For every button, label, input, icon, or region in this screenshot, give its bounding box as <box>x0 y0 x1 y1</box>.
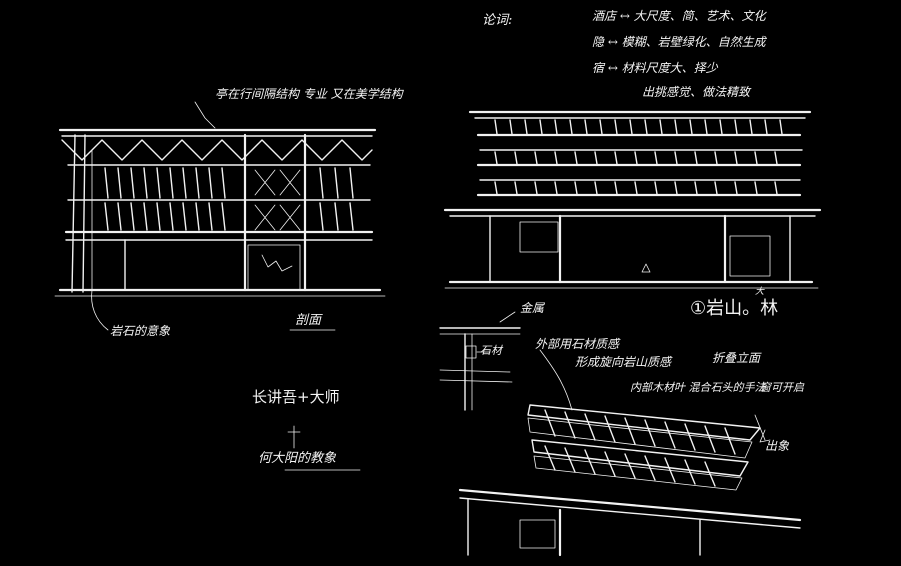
right-elevation-sketch <box>443 110 822 289</box>
analysis-line-1: 酒店 ↔ 大尺度、简、艺术、文化 <box>592 9 766 23</box>
stone-label: 石材 <box>480 344 502 357</box>
left-elevation-sketch <box>54 101 386 331</box>
gold-label: 金属 <box>520 301 545 315</box>
master-name: 何大阳的教象 <box>258 451 337 466</box>
form-note: 形成旋向岩山质感 <box>575 355 672 369</box>
arrow-note: 出象 <box>765 439 790 453</box>
section-detail-sketch <box>439 311 573 411</box>
master-title: 长讲吾+大师 <box>252 388 340 406</box>
bottom-note: 岩石的意象 <box>110 324 171 338</box>
analysis-title: 论词: <box>482 13 513 28</box>
window-note: 窗可开启 <box>760 381 804 394</box>
outer-note: 外部用石材质感 <box>535 337 620 351</box>
analysis-line-4: 出挑感觉、做法精致 <box>642 85 751 99</box>
perspective-sketch <box>458 404 802 557</box>
inner-note: 内部木材叶 混合石头的手法 <box>630 381 766 394</box>
facade-note: 亭在行间隔结构 专业 又在美学结构 <box>215 87 403 101</box>
fold-note: 折叠立面 <box>712 351 761 365</box>
section-label: 剖面 <box>295 313 322 328</box>
analysis-line-2: 隐 ↔ 模糊、岩壁绿化、自然生成 <box>592 35 766 49</box>
analysis-line-3: 宿 ↔ 材料尺度大、择少 <box>592 61 718 75</box>
project-title: ①岩山。林 <box>690 298 779 319</box>
signature-marks <box>284 425 361 471</box>
project-mark: 大 <box>755 287 765 297</box>
